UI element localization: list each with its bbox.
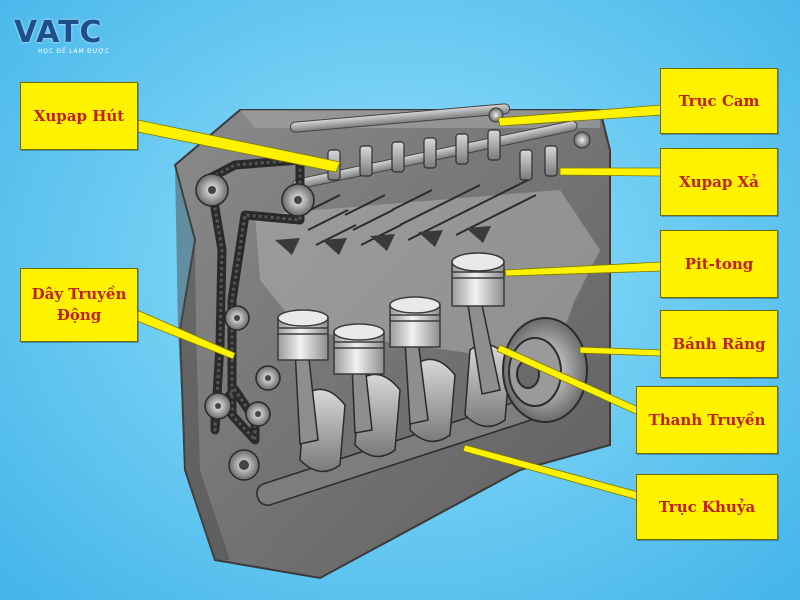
logo-wordmark: VATC [14,15,103,50]
label-intake-valve: Xupap Hút [20,82,138,150]
leader-xupap-xa [559,167,663,177]
piston-2 [333,323,385,375]
leader-lines [136,104,663,501]
label-gear: Bánh Răng [660,310,778,378]
label-exhaust-valve: Xupap Xả [660,148,778,216]
pistons [277,252,505,375]
connecting-rods [294,304,501,445]
leader-xupap-hut [137,119,341,173]
label-piston: Pit-tong [660,230,778,298]
label-connecting-rod: Thanh Truyền [636,386,778,454]
label-timing-belt: Dây Truyền Động [20,268,138,342]
piston-1 [277,309,329,361]
piston-4 [451,252,505,307]
label-camshaft: Trục Cam [660,68,778,134]
logo-tagline: HỌC ĐỂ LÀM ĐƯỢC [38,48,110,55]
vatc-logo: VATC HỌC ĐỂ LÀM ĐƯỢC [14,18,124,58]
label-crankshaft: Trục Khuỷa [636,474,778,540]
belt-pulleys [195,173,315,481]
timing-belt [205,155,305,445]
piston-3 [389,296,441,348]
